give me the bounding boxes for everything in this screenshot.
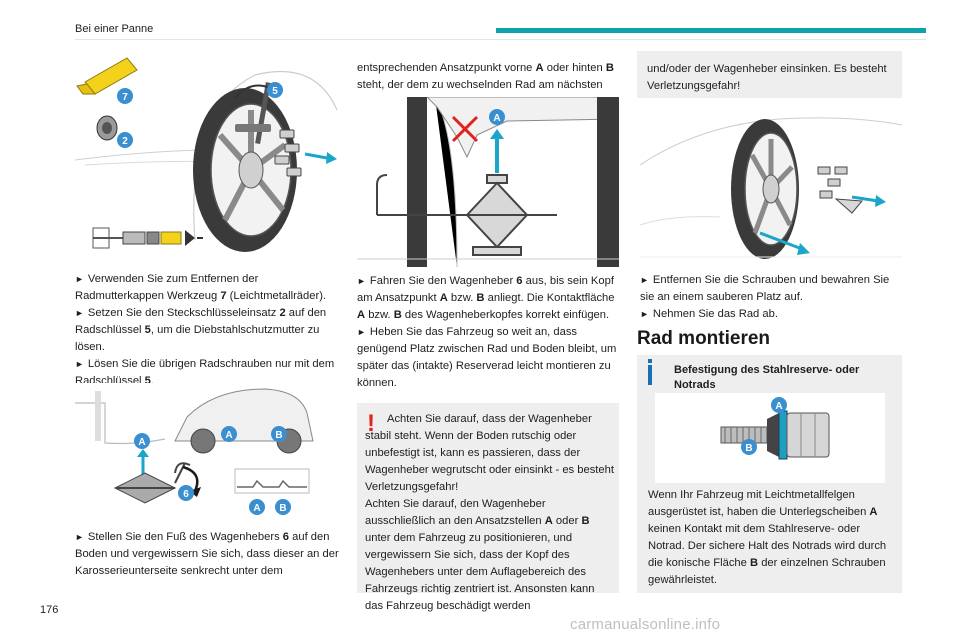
label-A-car: A (225, 430, 232, 441)
col1-step-place-jack: ►Stellen Sie den Fuß des Wagenhebers 6 a… (75, 531, 339, 577)
figure-remove-wheel (640, 105, 902, 265)
warning-continued: und/oder der Wagenheber einsinken. Es be… (637, 51, 902, 98)
warning-paragraph-2: Achten Sie darauf, den Wagenheber aussch… (365, 498, 595, 612)
info-icon (648, 365, 652, 385)
header-divider (75, 39, 926, 40)
section-title-mount-wheel: Rad montieren (637, 328, 771, 349)
label-A-sill: A (253, 503, 260, 514)
step-remove-wheel: ►Nehmen Sie das Rad ab. (640, 308, 778, 320)
label-wrench-5: 5 (272, 86, 278, 97)
info-body: Wenn Ihr Fahrzeug mit Leichtmetallfelgen… (648, 489, 887, 586)
header-accent-bar (496, 28, 926, 33)
label-A-jackpoint: A (493, 113, 500, 124)
figure-jack-under-car: A (357, 97, 619, 267)
step-socket-insert: ►Setzen Sie den Steckschlüsseleinsatz 2 … (75, 307, 327, 353)
figure-jack-position: A 6 A B A B (75, 383, 345, 523)
step-lift-vehicle: ►Heben Sie das Fahrzeug so weit an, dass… (357, 326, 617, 389)
col2-steps: ►Fahren Sie den Wagenheber 6 aus, bis se… (357, 273, 622, 392)
bullet-icon: ► (75, 359, 84, 369)
label-B-cone: B (745, 443, 752, 454)
info-icon-dot (648, 359, 652, 363)
bullet-icon: ► (75, 274, 84, 284)
step-extend-jack: ►Fahren Sie den Wagenheber 6 aus, bis se… (357, 275, 615, 321)
label-B-car: B (275, 430, 282, 441)
bullet-icon: ► (640, 309, 649, 319)
label-B-sill: B (279, 503, 286, 514)
bullet-icon: ► (75, 532, 84, 542)
page-header-title: Bei einer Panne (75, 23, 154, 35)
warning-paragraph-1: Achten Sie darauf, dass der Wagenheber s… (365, 413, 614, 493)
figure-wheel-bolt-removal: 7 2 5 (75, 50, 345, 260)
label-socket-2: 2 (122, 136, 128, 147)
info-box: Befestigung des Stahlreserve- oder Notra… (637, 355, 902, 593)
watermark: carmanualsonline.info (570, 616, 721, 633)
warning-icon: ! (367, 410, 375, 437)
bullet-icon: ► (357, 327, 366, 337)
label-A-washer: A (775, 401, 782, 412)
info-title: Befestigung des Stahlreserve- oder Notra… (674, 364, 860, 391)
label-A-left: A (138, 437, 145, 448)
page-number: 176 (40, 604, 59, 616)
step-remove-bolts: ►Entfernen Sie die Schrauben und bewahre… (640, 274, 890, 303)
step-remove-caps: ►Verwenden Sie zum Entfernen der Radmutt… (75, 273, 327, 302)
figure-bolt-washer: A B (655, 393, 885, 483)
bullet-icon: ► (357, 276, 366, 286)
col1-steps: ►Verwenden Sie zum Entfernen der Radmutt… (75, 271, 345, 390)
bullet-icon: ► (75, 308, 84, 318)
bullet-icon: ► (640, 275, 649, 285)
col3-steps: ►Entfernen Sie die Schrauben und bewahre… (640, 272, 905, 323)
label-tool-7: 7 (122, 92, 128, 103)
label-jack-6: 6 (183, 489, 189, 500)
warning-box: ! Achten Sie darauf, dass der Wagenheber… (357, 403, 619, 612)
